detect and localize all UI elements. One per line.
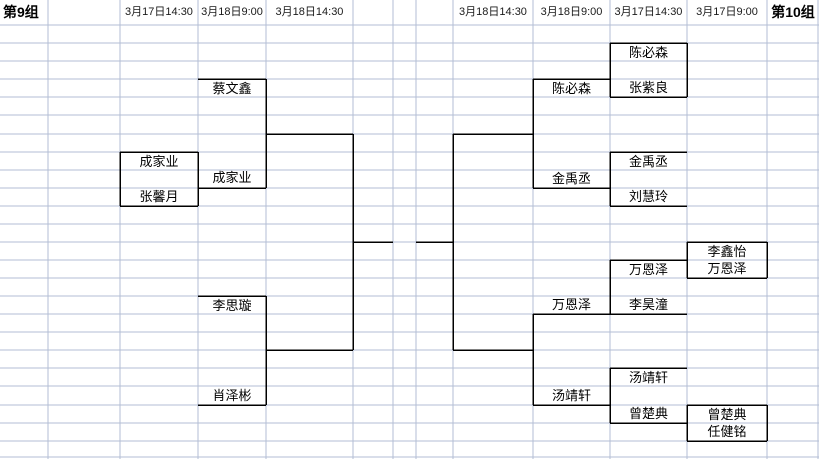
player-cell-g10-qf4-top[interactable]: 汤靖轩 xyxy=(628,370,668,385)
date-cell-g10-quarterfinal[interactable]: 3月17日14:30 xyxy=(614,6,683,18)
player-cell-g9-sf2-bottom[interactable]: 肖泽彬 xyxy=(212,388,252,403)
player-cell-g10-qf1-top[interactable]: 陈必森 xyxy=(628,45,668,60)
player-cell-g10-qf4-bottom[interactable]: 曾楚典 xyxy=(628,406,668,421)
player-cell-g9-qf-bottom[interactable]: 张馨月 xyxy=(139,189,179,204)
player-cell-g10-r1a-bottom[interactable]: 万恩泽 xyxy=(707,261,747,276)
player-cell-g10-qf2-winner[interactable]: 金禹丞 xyxy=(551,171,591,186)
player-cell-g10-qf2-top[interactable]: 金禹丞 xyxy=(628,154,668,169)
player-cell-g9-qf-top[interactable]: 成家业 xyxy=(139,154,179,169)
player-cell-g10-r1b-top[interactable]: 曾楚典 xyxy=(707,407,747,422)
date-cell-g10-semifinal[interactable]: 3月18日9:00 xyxy=(540,6,603,18)
player-cell-g10-qf3-winner[interactable]: 万恩泽 xyxy=(551,297,591,312)
player-cell-g10-qf1-winner[interactable]: 陈必森 xyxy=(551,81,591,96)
player-cell-g9-sf1-top[interactable]: 蔡文鑫 xyxy=(212,81,252,96)
player-cell-g9-sf2-top[interactable]: 李思璇 xyxy=(212,298,252,313)
player-cell-g10-r1b-bottom[interactable]: 任健铭 xyxy=(707,424,747,439)
bracket-group9 xyxy=(119,78,393,406)
date-cell-g9-quarterfinal[interactable]: 3月17日14:30 xyxy=(125,6,193,18)
date-cell-g9-semifinal[interactable]: 3月18日9:00 xyxy=(201,6,263,18)
date-cell-g9-final[interactable]: 3月18日14:30 xyxy=(275,6,344,18)
player-cell-g10-r1a-top[interactable]: 李鑫怡 xyxy=(707,244,747,259)
date-cell-g10-round1[interactable]: 3月17日9:00 xyxy=(696,6,758,18)
group10-label[interactable]: 第10组 xyxy=(771,4,815,20)
player-cell-g9-qf-winner[interactable]: 成家业 xyxy=(212,170,252,185)
date-cell-g10-final[interactable]: 3月18日14:30 xyxy=(459,6,527,18)
player-cell-g10-qf3-bottom[interactable]: 李昊潼 xyxy=(628,297,668,312)
player-cell-g10-qf2-bottom[interactable]: 刘慧玲 xyxy=(628,189,668,204)
group9-label[interactable]: 第9组 xyxy=(3,4,39,20)
player-cell-g10-qf4-winner[interactable]: 汤靖轩 xyxy=(551,388,591,403)
bracket-group10 xyxy=(416,42,768,442)
player-cell-g10-qf3-top[interactable]: 万恩泽 xyxy=(628,262,668,277)
player-cell-g10-qf1-bottom[interactable]: 张紫良 xyxy=(628,80,668,95)
